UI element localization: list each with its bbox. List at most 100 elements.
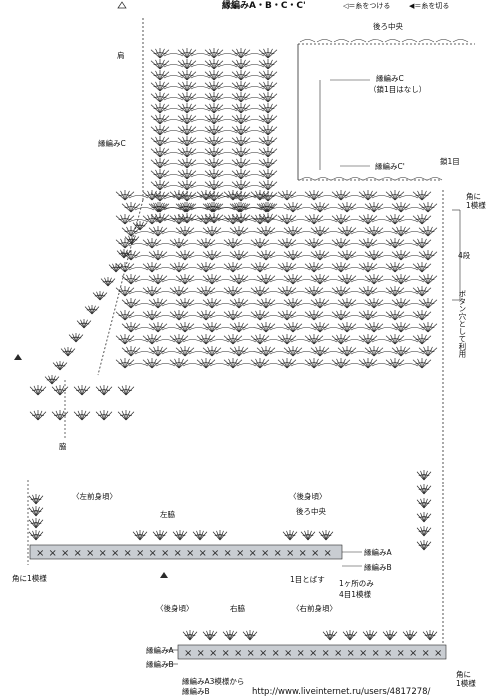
shell-stitch: [364, 346, 384, 357]
chain-loop: [401, 39, 418, 43]
chain-loop: [244, 141, 265, 145]
chain-loop: [404, 207, 425, 211]
chain-loop: [190, 53, 211, 57]
label-edging-b-mid: 縁編みB: [364, 563, 392, 572]
shell-stitch: [29, 385, 47, 396]
shell-stitch: [29, 410, 47, 421]
chain-loop: [398, 291, 419, 295]
shell-stitch: [358, 190, 378, 201]
chain-loop: [188, 303, 209, 307]
shell-stitch: [416, 526, 432, 537]
shell-stitch: [250, 238, 270, 249]
shell-stitch: [418, 226, 438, 237]
shell-stitch: [358, 262, 378, 273]
shell-stitch: [358, 334, 378, 345]
chain-loop: [299, 39, 316, 43]
chain-loop: [155, 291, 176, 295]
shell-stitch: [223, 238, 243, 249]
chain-loop: [155, 339, 176, 343]
shell-stitch: [223, 190, 243, 201]
single-crochet-mark: ×: [99, 548, 107, 559]
chain-loop: [371, 315, 392, 319]
shell-stitch: [258, 92, 278, 103]
chain-loop: [217, 108, 238, 112]
chain-loop: [244, 174, 265, 178]
shell-stitch: [418, 322, 438, 333]
shell-stitch: [148, 226, 168, 237]
chain-loop: [128, 267, 149, 271]
shell-stitch: [204, 125, 224, 136]
shell-stitch: [385, 358, 405, 369]
single-crochet-mark: ×: [161, 548, 169, 559]
shell-stitch: [73, 385, 91, 396]
shell-stitch: [250, 262, 270, 273]
chain-loop: [244, 196, 265, 200]
shell-stitch: [258, 180, 278, 191]
chain-loop: [269, 255, 290, 259]
chain-loop: [236, 363, 257, 367]
shell-stitch: [391, 322, 411, 333]
chain-loop: [128, 315, 149, 319]
chain-loop: [263, 339, 284, 343]
chain-loop: [316, 39, 333, 43]
label-back-body-mid: 〈後身頃〉: [289, 492, 327, 501]
shell-stitch: [258, 147, 278, 158]
shell-stitch: [115, 238, 135, 249]
shell-stitch: [202, 298, 222, 309]
shell-stitch: [169, 190, 189, 201]
chain-loop: [182, 219, 203, 223]
shell-stitch: [337, 298, 357, 309]
shell-stitch: [28, 518, 44, 529]
chain-loop: [344, 315, 365, 319]
shell-stitch: [412, 310, 432, 321]
chain-loop: [163, 86, 184, 90]
label-four-patterns: 4目1模様: [339, 590, 372, 599]
chain-loop: [404, 279, 425, 283]
shell-stitch: [142, 214, 162, 225]
shell-stitch: [331, 310, 351, 321]
chain-loop: [317, 243, 338, 247]
chain-loop: [182, 243, 203, 247]
shell-stitch: [229, 226, 249, 237]
chain-loop: [317, 267, 338, 271]
single-crochet-mark: ×: [174, 548, 182, 559]
chain-loop: [350, 327, 371, 331]
chain-loop: [161, 207, 182, 211]
chain-loop: [161, 231, 182, 235]
chain-loop: [269, 231, 290, 235]
shell-stitch: [277, 358, 297, 369]
shell-stitch: [73, 410, 91, 421]
chain-loop: [290, 339, 311, 343]
shell-stitch: [258, 59, 278, 70]
chain-loop: [404, 303, 425, 307]
chain-loop: [190, 97, 211, 101]
chain-loop: [244, 75, 265, 79]
chain-loop: [161, 279, 182, 283]
single-crochet-mark: ×: [199, 548, 207, 559]
chain-loop: [217, 86, 238, 90]
chain-loop: [128, 339, 149, 343]
single-crochet-mark: ×: [247, 648, 255, 659]
chain-loop: [217, 163, 238, 167]
chain-loop: [190, 141, 211, 145]
shell-stitch: [169, 286, 189, 297]
shell-stitch: [150, 92, 170, 103]
shell-stitch: [169, 310, 189, 321]
chain-loop: [134, 279, 155, 283]
single-crochet-mark: ×: [86, 548, 94, 559]
chain-loop: [398, 195, 419, 199]
chain-loop: [344, 363, 365, 367]
shell-stitch: [331, 334, 351, 345]
shell-stitch: [51, 385, 69, 396]
shell-stitch: [223, 286, 243, 297]
shell-stitch: [231, 169, 251, 180]
chain-loop: [188, 327, 209, 331]
chain-loop: [377, 207, 398, 211]
chain-loop: [296, 303, 317, 307]
shell-stitch: [150, 180, 170, 191]
chain-loop: [269, 327, 290, 331]
shell-stitch: [412, 286, 432, 297]
shell-stitch: [150, 136, 170, 147]
shell-stitch: [177, 70, 197, 81]
single-crochet-mark: ×: [372, 648, 380, 659]
